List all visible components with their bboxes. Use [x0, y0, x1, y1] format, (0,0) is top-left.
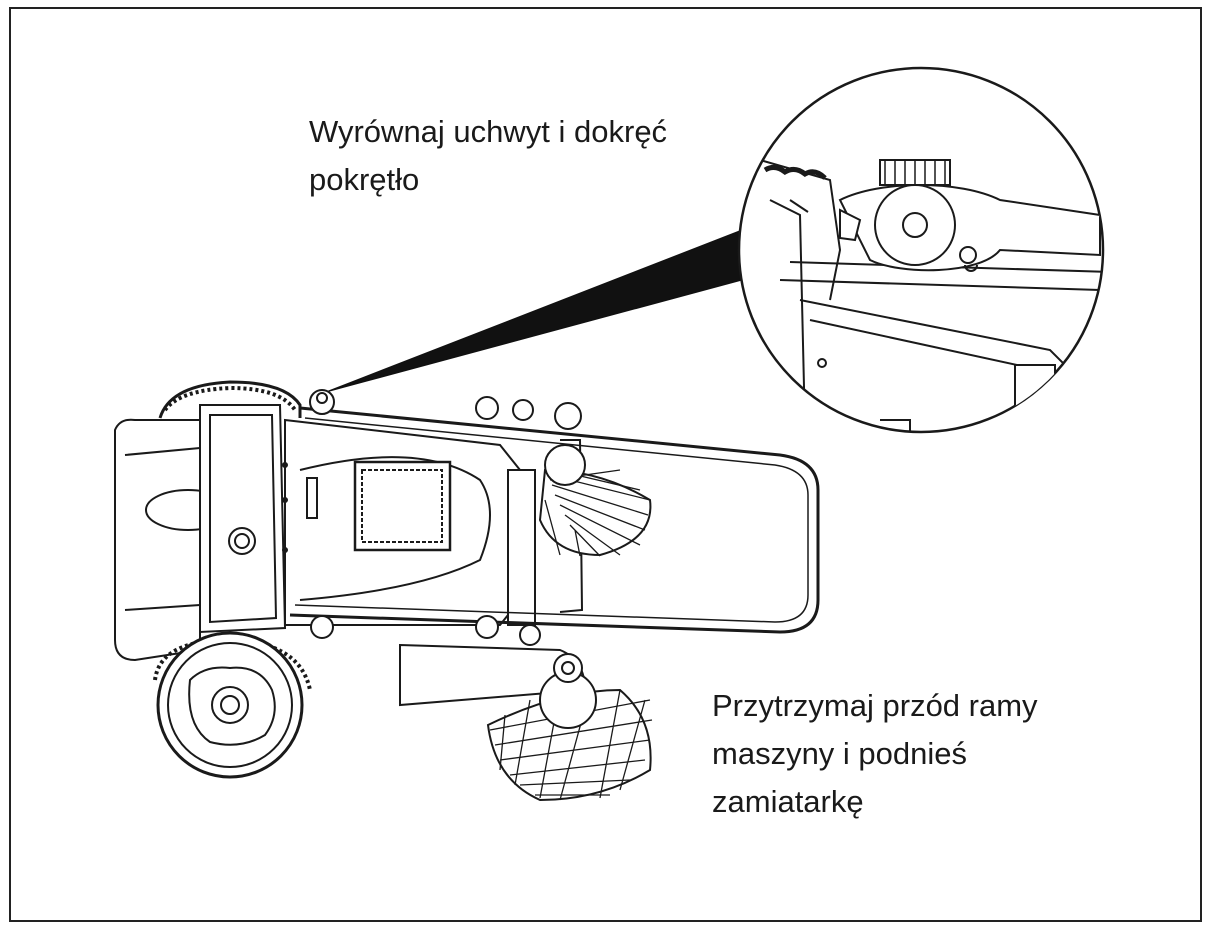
- side-brush-bottom: [399, 643, 653, 802]
- caption-top-line-2: pokrętło: [309, 162, 420, 197]
- caption-align-handle: Wyrównaj uchwyt i dokręć pokrętło: [309, 108, 729, 204]
- rear-wheel-front: [153, 631, 312, 779]
- caption-top-line-1: Wyrównaj uchwyt i dokręć: [309, 114, 668, 149]
- caption-bottom-line-2: maszyny i podnieś: [712, 736, 968, 771]
- caption-bottom-line-3: zamiatarkę: [712, 784, 864, 819]
- caption-lift-sweeper: Przytrzymaj przód ramy maszyny i podnieś…: [712, 682, 1112, 826]
- side-brush-top: [538, 444, 652, 557]
- sweeper-body: [114, 380, 820, 662]
- callout-pointer: [325, 229, 743, 393]
- caption-bottom-line-1: Przytrzymaj przód ramy: [712, 688, 1038, 723]
- zoom-detail: [737, 66, 1105, 434]
